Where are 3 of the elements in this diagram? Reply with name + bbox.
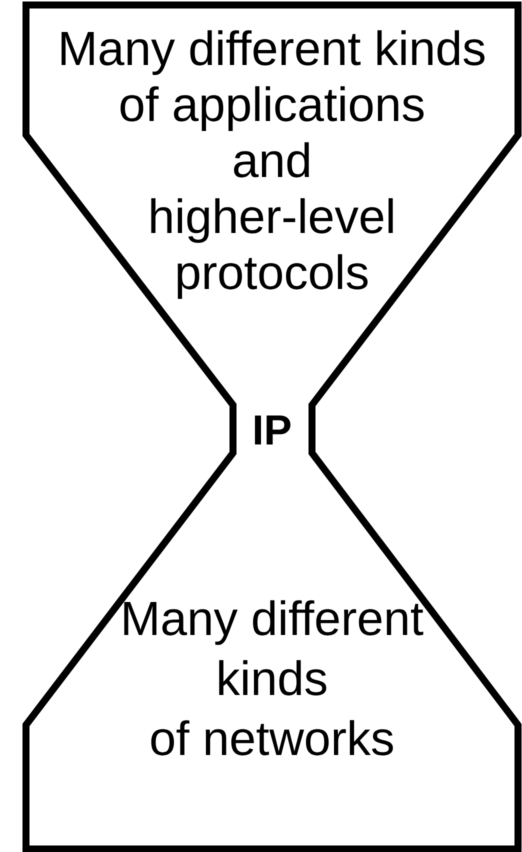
- node-text: Many different kinds of networks: [124, 600, 424, 756]
- node-text: IP: [254, 416, 290, 444]
- node-text: Many different kinds of applications and higher-level protocols: [62, 30, 484, 299]
